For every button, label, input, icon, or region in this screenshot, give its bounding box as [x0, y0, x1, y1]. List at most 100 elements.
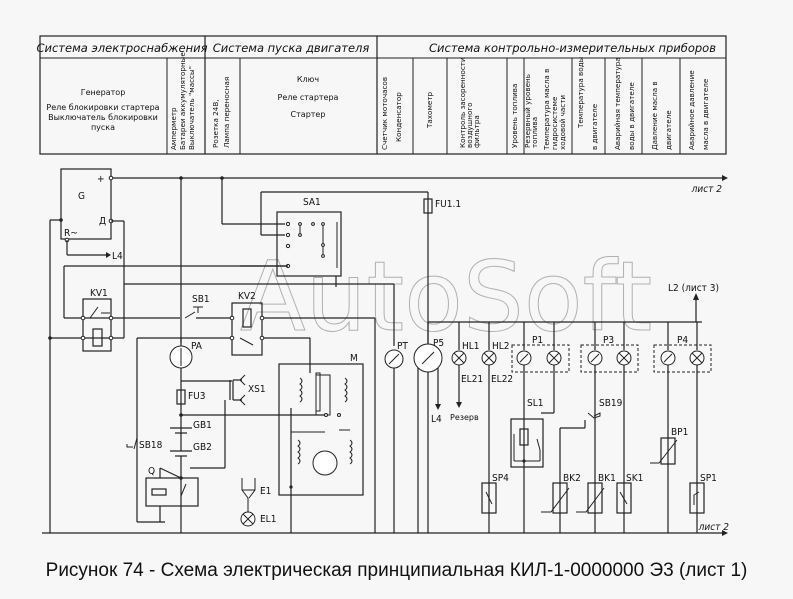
p4-box: [653, 344, 712, 373]
cell-water-temp: Температура воды: [576, 56, 585, 129]
cell-start-lock-switch: Выключатель блокировки: [48, 113, 158, 122]
label-g-plus: +: [97, 174, 105, 185]
label-q: Q: [148, 466, 155, 477]
starter-m-box: [278, 363, 364, 496]
label-hl2: HL2: [492, 341, 510, 352]
label-el22: EL22: [491, 374, 513, 385]
cell-batteries: Батареи аккумуляторные: [178, 52, 187, 150]
label-bk1: BK1: [598, 473, 616, 484]
label-sk1: SK1: [626, 473, 643, 484]
label-pt: PT: [397, 341, 408, 352]
cell-tachometer: Тахометр: [425, 92, 434, 129]
sa1-box: [276, 211, 342, 277]
label-sp4: SP4: [492, 473, 509, 484]
label-g: G: [78, 191, 85, 202]
label-sa1: SA1: [303, 197, 321, 208]
label-kv2: KV2: [238, 291, 256, 302]
label-e1: E1: [260, 486, 271, 497]
cell-socket: Розетка 24В,: [211, 99, 220, 148]
label-fu1-1: FU1.1: [435, 199, 461, 210]
kv2-box: [231, 302, 263, 356]
label-kv1: KV1: [90, 288, 108, 299]
ref-l2: L2 (лист 3): [668, 283, 719, 294]
wiring: [42, 168, 728, 536]
p1-box: [511, 344, 570, 373]
cell-hydraulic-oil-temp-2: гидросистеме: [550, 96, 559, 150]
cell-oil-pressure-alarm: Аварийное давление: [687, 70, 696, 150]
switch-sk1: [616, 482, 632, 514]
switch-sp4: [481, 482, 497, 514]
cell-oil-pressure: Давление масла в: [650, 81, 659, 150]
watermark: AutoSoft: [240, 241, 652, 353]
cell-ammeter: Амперметр: [169, 107, 178, 150]
cell-hydraulic-oil-temp: Температура масла в: [542, 69, 551, 151]
label-l4-p5: L4: [431, 414, 442, 425]
group-title-power: Система электроснабжения: [36, 41, 207, 55]
cell-generator: Генератор: [81, 88, 126, 97]
cell-air-filter: Контроль засоренности: [458, 57, 467, 148]
label-l4-left: L4: [112, 251, 123, 262]
label-fu3: FU3: [188, 391, 206, 402]
label-gb2: GB2: [193, 442, 212, 453]
p3-box: [580, 344, 639, 373]
label-sb19: SB19: [599, 398, 623, 409]
label-pa: PA: [191, 341, 203, 352]
cell-fuel-reserve-2: топлива: [530, 117, 539, 148]
group-title-instruments: Система контрольно-измерительных приборо…: [429, 41, 716, 55]
label-el1: EL1: [260, 514, 276, 525]
group-title-start: Система пуска двигателя: [213, 41, 370, 55]
cell-portable-lamp: Лампа переносная: [222, 77, 231, 148]
generator-box: [60, 168, 112, 240]
label-reserve: Резерв: [450, 413, 479, 422]
ref-bottom-right: лист 2: [698, 522, 730, 533]
cell-starter-relay: Реле стартера: [278, 93, 339, 102]
sensor-sl1: [510, 418, 544, 468]
cell-hydraulic-oil-temp-3: ходовой части: [558, 95, 567, 150]
label-m: M: [350, 353, 358, 364]
label-g-r: R~: [64, 228, 78, 239]
kv1-box: [82, 298, 112, 352]
cell-starter-lock-relay: Реле блокировки стартера: [46, 103, 159, 112]
cell-capacitor: Конденсатор: [394, 92, 403, 142]
fu1-1: [423, 198, 433, 214]
label-sl1: SL1: [527, 398, 543, 409]
label-bk2: BK2: [563, 473, 581, 484]
cell-water-temp-alarm-2: воды в двигателе: [627, 82, 636, 150]
cell-ground-switch: Выключатель "массы": [187, 66, 196, 150]
label-hl1: HL1: [462, 341, 480, 352]
label-sb18: SB18: [139, 440, 163, 451]
fu3: [176, 389, 186, 405]
cell-oil-pressure-2: двигателе: [664, 110, 673, 150]
sensor-bp1: [660, 437, 676, 465]
label-p5: P5: [433, 338, 444, 349]
cell-water-temp-alarm: Аварийная температура: [613, 57, 622, 150]
cell-water-temp-2: в двигателе: [590, 103, 599, 150]
component-labels: G + Д R~ L4 KV1 SB1 KV2 SA1 FU1.1 PA FU3…: [64, 174, 729, 533]
sensor-bk2: [552, 482, 568, 514]
q-box: [145, 477, 199, 507]
label-el21: EL21: [461, 374, 483, 385]
label-sp1: SP1: [700, 473, 717, 484]
cell-starter: Стартер: [291, 110, 326, 119]
label-sb1: SB1: [192, 294, 210, 305]
cell-key: Ключ: [297, 75, 319, 84]
ref-top-right: лист 2: [691, 184, 723, 195]
header-table: Система электроснабжения Система пуска д…: [36, 35, 727, 155]
cell-oil-pressure-alarm-2: масла в двигателе: [701, 78, 710, 150]
label-gb1: GB1: [193, 420, 212, 431]
label-bp1: BP1: [671, 427, 688, 438]
cell-fuel-level: Уровень топлива: [510, 84, 519, 148]
starter-motor: [312, 450, 338, 476]
cell-fuel-reserve: Резервный уровень: [523, 74, 532, 148]
figure-caption: Рисунок 74 - Схема электрическая принцип…: [45, 560, 748, 581]
cell-hour-meter: Счетчик моточасов: [380, 77, 389, 150]
cell-air-filter-2: воздушного: [465, 102, 474, 148]
label-p4: P4: [677, 335, 688, 346]
sensor-bk1: [587, 482, 603, 514]
label-xs1: XS1: [248, 384, 266, 395]
label-g-d: Д: [99, 216, 106, 227]
cell-air-filter-3: фильтра: [472, 115, 481, 148]
label-p3: P3: [603, 335, 614, 346]
cell-start-lock-switch-2: пуска: [91, 123, 115, 132]
